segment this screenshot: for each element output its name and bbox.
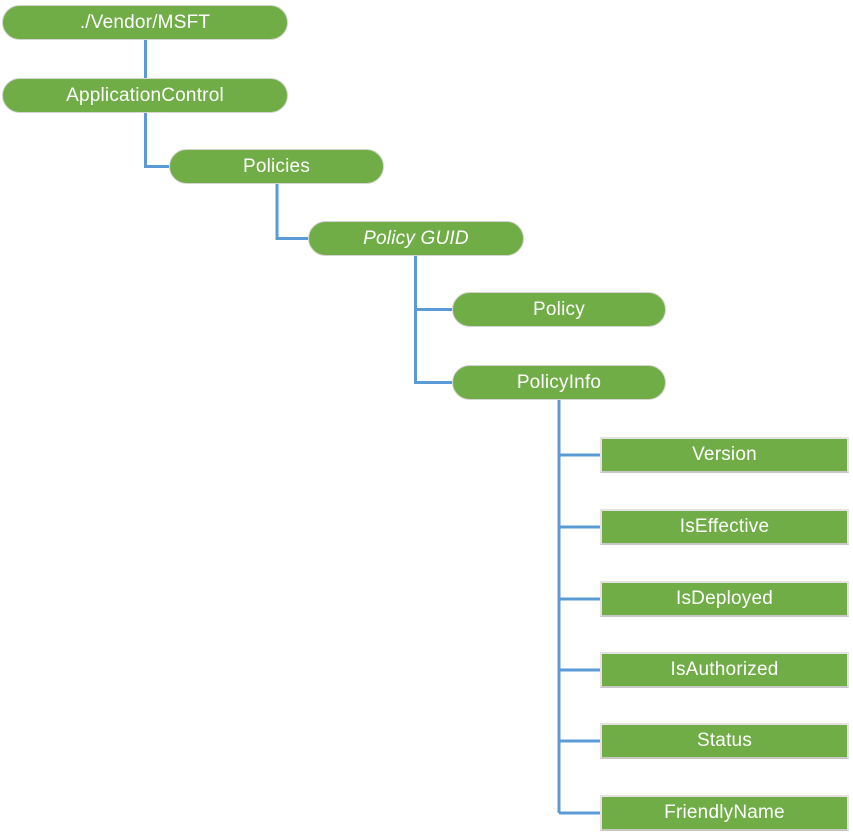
node-status: Status (600, 723, 849, 759)
connector-applicationcontrol-to-policies (144, 113, 169, 168)
connector-policies-to-policyguid (275, 184, 308, 240)
node-policy-guid: Policy GUID (308, 221, 524, 256)
node-policies: Policies (169, 149, 384, 184)
node-policy-info: PolicyInfo (452, 365, 666, 400)
connector-policyguid-to-policyinfo (414, 309, 452, 384)
node-vendor-msft: ./Vendor/MSFT (2, 5, 288, 40)
node-is-effective: IsEffective (600, 509, 849, 545)
connector-policyguid-to-policy (414, 256, 452, 311)
node-application-control: ApplicationControl (2, 78, 288, 113)
node-policy: Policy (452, 292, 666, 327)
node-is-deployed: IsDeployed (600, 581, 849, 617)
node-friendly-name: FriendlyName (600, 795, 849, 831)
node-is-authorized: IsAuthorized (600, 652, 849, 688)
node-version: Version (600, 437, 849, 473)
